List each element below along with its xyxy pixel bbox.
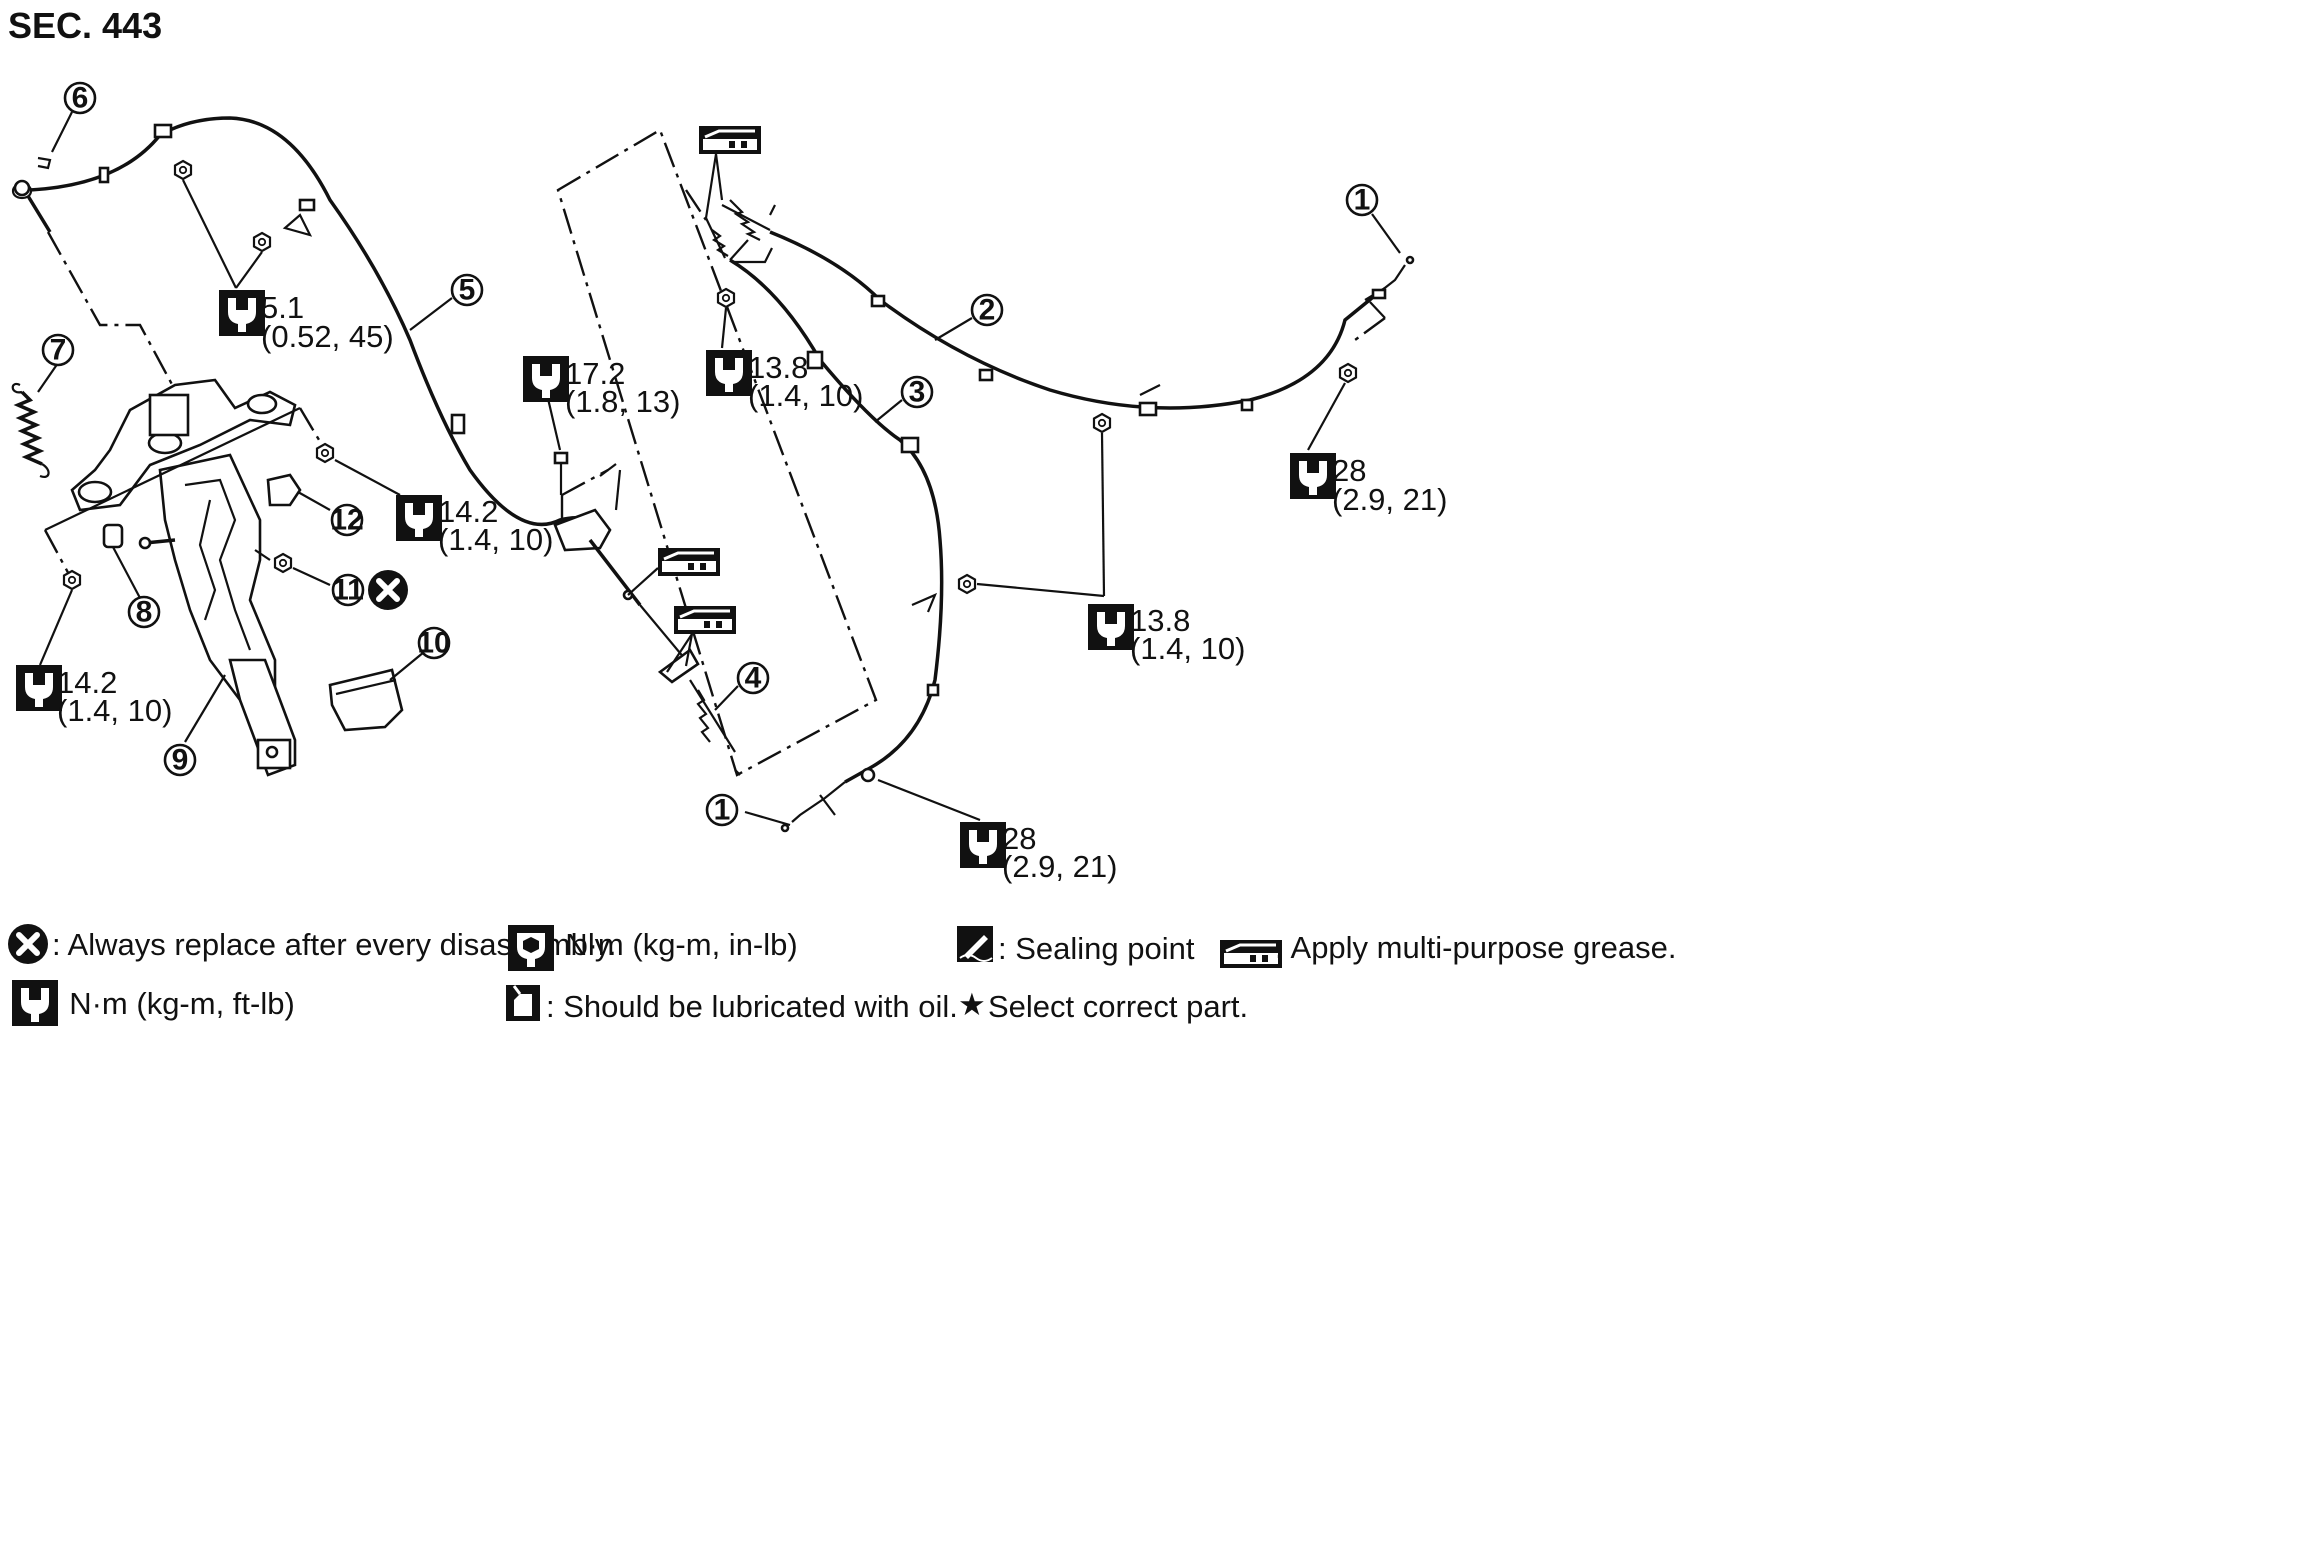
svg-text:(1.4, 10): (1.4, 10) [748, 378, 863, 413]
legend-oil: : Should be lubricated with oil. [546, 989, 958, 1024]
torque-wrench-icon [523, 356, 569, 402]
svg-text:(1.4, 10): (1.4, 10) [1130, 631, 1245, 666]
legend-sealing: : Sealing point [998, 931, 1195, 966]
torque-wrench-icon [16, 665, 62, 711]
svg-text:(2.9, 21): (2.9, 21) [1002, 849, 1117, 884]
svg-text:(1.4, 10): (1.4, 10) [438, 522, 553, 557]
callout-12: 12 [330, 504, 363, 537]
torque-13-8-center: 13.8 (1.4, 10) [706, 350, 863, 413]
torque-wrench-icon [396, 495, 442, 541]
svg-text:11: 11 [332, 574, 364, 607]
svg-text:1: 1 [1354, 184, 1371, 217]
replace-cross-icon [368, 570, 408, 610]
torque-13-8-right: 13.8 (1.4, 10) [1088, 603, 1245, 666]
svg-text:3: 3 [909, 376, 926, 409]
svg-text:(1.4, 10): (1.4, 10) [57, 693, 172, 728]
torque-wrench-icon [1088, 604, 1134, 650]
legend-nm-ftlb: : N·m (kg-m, ft-lb) [52, 986, 295, 1021]
callout-9: 9 [163, 744, 197, 777]
svg-text:13.8: 13.8 [748, 350, 808, 385]
torque-14-2-left: 14.2 (1.4, 10) [16, 665, 172, 728]
callout-5: 5 [450, 274, 484, 307]
svg-text:5.1: 5.1 [261, 290, 304, 325]
legend: : Always replace after every disassembly… [8, 924, 1677, 1026]
torque-5-1: 5.1 (0.52, 45) [219, 290, 394, 354]
callouts: 1 1 2 3 4 5 6 7 8 9 10 11 12 [41, 82, 1379, 827]
svg-text:14.2: 14.2 [438, 494, 498, 529]
oil-can-icon [506, 985, 540, 1021]
legend-select: Select correct part. [988, 989, 1248, 1024]
torque-28-bottom: 28 (2.9, 21) [960, 821, 1117, 884]
star-icon: ★ [958, 987, 986, 1022]
svg-text:2: 2 [979, 294, 996, 327]
callout-8: 8 [127, 596, 161, 629]
sealing-point-icon [957, 926, 993, 962]
svg-text:12: 12 [330, 504, 363, 537]
svg-text:28: 28 [1002, 821, 1036, 856]
svg-text:1: 1 [714, 794, 731, 827]
front-cable [11, 111, 602, 546]
svg-text:28: 28 [1332, 453, 1366, 488]
torque-wrench-icon [1290, 453, 1336, 499]
callout-1-right: 1 [1345, 184, 1379, 217]
svg-text:(1.8, 13): (1.8, 13) [565, 384, 680, 419]
callout-10: 10 [417, 627, 450, 660]
torque-14-2-right: 14.2 (1.4, 10) [396, 494, 553, 557]
pedal-small-parts [102, 473, 425, 732]
cross-circle-icon [8, 924, 48, 964]
svg-text:(0.52, 45): (0.52, 45) [261, 319, 394, 354]
legend-nm-inlb: : N·m (kg-m, in-lb) [548, 927, 798, 962]
torque-28-right: 28 (2.9, 21) [1290, 453, 1447, 517]
svg-text:4: 4 [745, 662, 762, 695]
svg-text:7: 7 [50, 334, 67, 367]
callout-4: 4 [736, 662, 770, 695]
torque-wrench-icon [219, 290, 265, 336]
callout-2: 2 [970, 294, 1004, 327]
callout-3: 3 [900, 376, 934, 409]
torque-17-2: 17.2 (1.8, 13) [523, 356, 680, 419]
svg-text:14.2: 14.2 [57, 665, 117, 700]
svg-text:9: 9 [172, 744, 189, 777]
callout-6: 6 [63, 82, 97, 115]
return-spring [11, 362, 59, 478]
svg-text:17.2: 17.2 [565, 356, 625, 391]
torque-wrench-icon [706, 350, 752, 396]
svg-text:10: 10 [417, 627, 450, 660]
svg-text:6: 6 [72, 82, 89, 115]
svg-text:(2.9, 21): (2.9, 21) [1332, 482, 1447, 517]
callout-11: 11 [331, 574, 365, 607]
legend-grease: : Apply multi-purpose grease. [1275, 930, 1677, 965]
svg-text:5: 5 [459, 274, 476, 307]
callout-1-left: 1 [705, 794, 739, 827]
grease-icon [1218, 938, 1284, 970]
svg-text:13.8: 13.8 [1130, 603, 1190, 638]
callout-7: 7 [41, 334, 75, 367]
parking-brake-pedal [70, 378, 297, 777]
rear-cables [705, 199, 1415, 833]
torque-wrench-icon [960, 822, 1006, 868]
section-title: SEC. 443 [8, 5, 162, 46]
svg-text:8: 8 [136, 596, 153, 629]
torque-labels: 5.1 (0.52, 45) 17.2 (1.8, 13) 13.8 (1.4,… [16, 290, 1447, 884]
